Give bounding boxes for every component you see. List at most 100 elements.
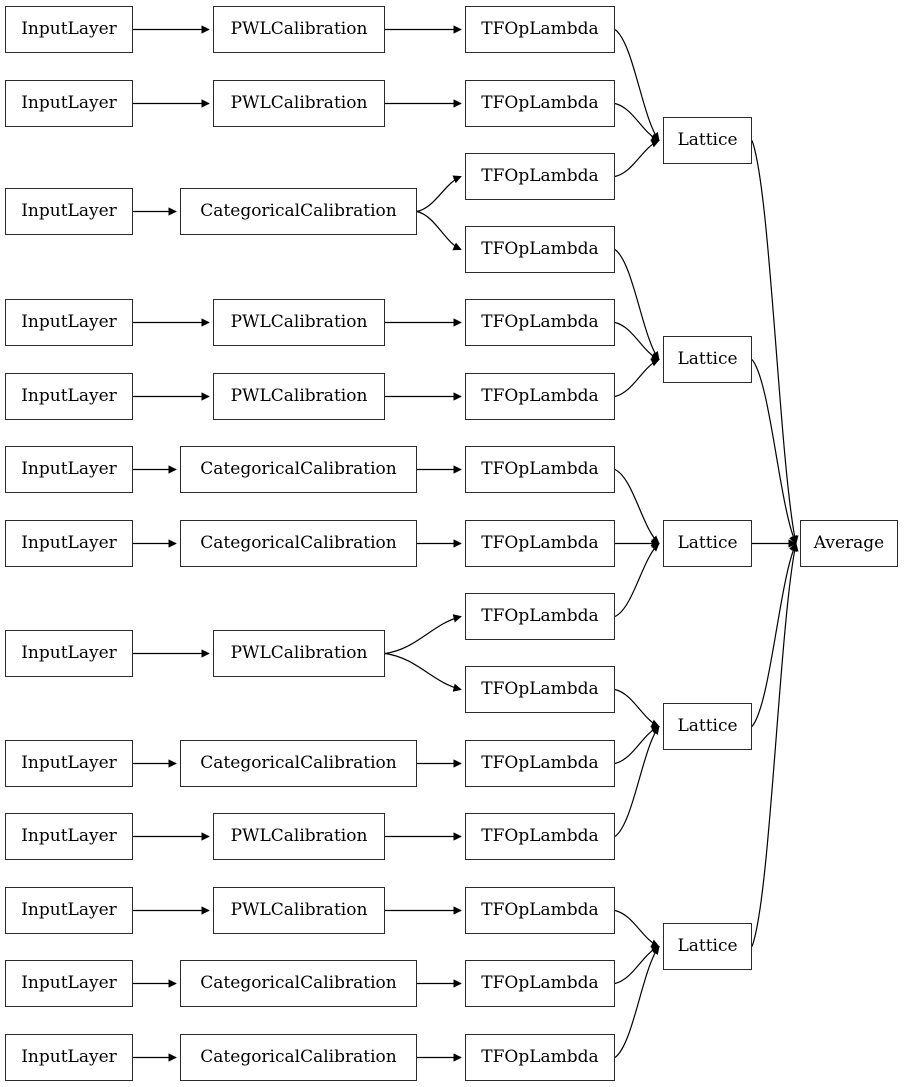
graph-node-cal4[interactable]: PWLCalibration bbox=[213, 299, 385, 346]
graph-node-label: InputLayer bbox=[21, 459, 117, 479]
graph-node-label: TFOpLambda bbox=[481, 900, 599, 920]
graph-edge-lat4-to-avg bbox=[751, 542, 797, 727]
graph-edge-lam12-to-lat4 bbox=[614, 725, 660, 837]
graph-node-label: TFOpLambda bbox=[481, 386, 599, 406]
graph-node-lam4[interactable]: TFOpLambda bbox=[465, 226, 615, 273]
graph-node-lam15[interactable]: TFOpLambda bbox=[465, 1034, 615, 1081]
graph-node-in12[interactable]: InputLayer bbox=[5, 960, 133, 1007]
graph-node-lat1[interactable]: Lattice bbox=[663, 117, 752, 164]
graph-edge-cal8-to-lam9 bbox=[384, 614, 462, 655]
graph-edge-lam1-to-lat1 bbox=[614, 29, 660, 142]
graph-node-in3[interactable]: InputLayer bbox=[5, 188, 133, 235]
graph-edge-lam14-to-lat5 bbox=[614, 945, 660, 985]
graph-node-label: CategoricalCalibration bbox=[200, 459, 397, 479]
graph-node-cal7[interactable]: CategoricalCalibration bbox=[180, 520, 417, 567]
graph-node-cal10[interactable]: PWLCalibration bbox=[213, 813, 385, 860]
graph-node-lam5[interactable]: TFOpLambda bbox=[465, 299, 615, 346]
graph-node-lam8[interactable]: TFOpLambda bbox=[465, 520, 615, 567]
graph-node-label: PWLCalibration bbox=[230, 19, 368, 39]
graph-edge-cal3-to-lam3 bbox=[416, 175, 462, 213]
graph-node-label: TFOpLambda bbox=[481, 312, 599, 332]
graph-node-in9[interactable]: InputLayer bbox=[5, 740, 133, 787]
graph-node-in13[interactable]: InputLayer bbox=[5, 1034, 133, 1081]
graph-node-avg[interactable]: Average bbox=[800, 520, 898, 567]
graph-node-label: TFOpLambda bbox=[481, 1047, 599, 1067]
graph-node-lam3[interactable]: TFOpLambda bbox=[465, 153, 615, 200]
graph-node-in5[interactable]: InputLayer bbox=[5, 373, 133, 420]
graph-node-lam13[interactable]: TFOpLambda bbox=[465, 887, 615, 934]
graph-node-cal8[interactable]: PWLCalibration bbox=[213, 630, 385, 677]
graph-node-label: Lattice bbox=[677, 349, 738, 369]
graph-node-in4[interactable]: InputLayer bbox=[5, 299, 133, 346]
graph-node-lam12[interactable]: TFOpLambda bbox=[465, 813, 615, 860]
graph-node-label: TFOpLambda bbox=[481, 606, 599, 626]
graph-node-lat4[interactable]: Lattice bbox=[663, 703, 752, 750]
graph-node-label: TFOpLambda bbox=[481, 973, 599, 993]
graph-edge-lam5-to-lat2 bbox=[614, 321, 660, 361]
graph-edge-lam2-to-lat1 bbox=[614, 102, 660, 142]
graph-node-in6[interactable]: InputLayer bbox=[5, 446, 133, 493]
graph-node-cal12[interactable]: CategoricalCalibration bbox=[180, 960, 417, 1007]
graph-node-lam11[interactable]: TFOpLambda bbox=[465, 740, 615, 787]
graph-edge-lam9-to-lat3 bbox=[614, 542, 660, 618]
graph-node-cal9[interactable]: CategoricalCalibration bbox=[180, 740, 417, 787]
graph-node-lam9[interactable]: TFOpLambda bbox=[465, 593, 615, 640]
graph-node-label: InputLayer bbox=[21, 753, 117, 773]
graph-node-label: Lattice bbox=[677, 533, 738, 553]
graph-node-cal1[interactable]: PWLCalibration bbox=[213, 6, 385, 53]
graph-node-lat5[interactable]: Lattice bbox=[663, 923, 752, 970]
graph-node-cal6[interactable]: CategoricalCalibration bbox=[180, 446, 417, 493]
graph-node-label: InputLayer bbox=[21, 533, 117, 553]
graph-node-lam10[interactable]: TFOpLambda bbox=[465, 666, 615, 713]
graph-node-cal3[interactable]: CategoricalCalibration bbox=[180, 188, 417, 235]
graph-node-label: TFOpLambda bbox=[481, 753, 599, 773]
graph-node-label: Lattice bbox=[677, 716, 738, 736]
graph-node-label: InputLayer bbox=[21, 826, 117, 846]
graph-node-lam2[interactable]: TFOpLambda bbox=[465, 80, 615, 127]
graph-node-cal5[interactable]: PWLCalibration bbox=[213, 373, 385, 420]
graph-node-label: PWLCalibration bbox=[230, 900, 368, 920]
graph-node-label: Average bbox=[813, 533, 885, 553]
graph-node-label: PWLCalibration bbox=[230, 93, 368, 113]
graph-edge-lat2-to-avg bbox=[751, 359, 797, 545]
graph-node-label: Lattice bbox=[677, 130, 738, 150]
graph-node-lat2[interactable]: Lattice bbox=[663, 336, 752, 383]
graph-node-label: InputLayer bbox=[21, 201, 117, 221]
graph-node-label: InputLayer bbox=[21, 19, 117, 39]
graph-node-in8[interactable]: InputLayer bbox=[5, 630, 133, 677]
graph-node-label: Lattice bbox=[677, 936, 738, 956]
graph-node-in11[interactable]: InputLayer bbox=[5, 887, 133, 934]
graph-node-cal2[interactable]: PWLCalibration bbox=[213, 80, 385, 127]
graph-node-label: TFOpLambda bbox=[481, 239, 599, 259]
graph-edge-lat1-to-avg bbox=[751, 140, 799, 545]
graph-edge-lam6-to-lat2 bbox=[614, 358, 660, 398]
graph-node-label: CategoricalCalibration bbox=[200, 973, 397, 993]
graph-edge-lam13-to-lat5 bbox=[614, 909, 660, 948]
graph-node-label: InputLayer bbox=[21, 973, 117, 993]
graph-node-label: TFOpLambda bbox=[481, 826, 599, 846]
graph-node-label: InputLayer bbox=[21, 643, 117, 663]
graph-node-label: PWLCalibration bbox=[230, 312, 368, 332]
graph-edge-lam3-to-lat1 bbox=[614, 139, 660, 178]
graph-node-lam7[interactable]: TFOpLambda bbox=[465, 446, 615, 493]
graph-node-label: TFOpLambda bbox=[481, 19, 599, 39]
graph-edge-cal3-to-lam4 bbox=[416, 210, 462, 251]
graph-node-label: TFOpLambda bbox=[481, 679, 599, 699]
graph-node-cal11[interactable]: PWLCalibration bbox=[213, 887, 385, 934]
graph-node-in10[interactable]: InputLayer bbox=[5, 813, 133, 860]
graph-node-label: CategoricalCalibration bbox=[200, 1047, 397, 1067]
graph-node-in1[interactable]: InputLayer bbox=[5, 6, 133, 53]
graph-node-cal13[interactable]: CategoricalCalibration bbox=[180, 1034, 417, 1081]
graph-node-in7[interactable]: InputLayer bbox=[5, 520, 133, 567]
graph-node-lam6[interactable]: TFOpLambda bbox=[465, 373, 615, 420]
graph-node-label: CategoricalCalibration bbox=[200, 533, 397, 553]
graph-node-label: InputLayer bbox=[21, 900, 117, 920]
graph-node-lam14[interactable]: TFOpLambda bbox=[465, 960, 615, 1007]
graph-node-lam1[interactable]: TFOpLambda bbox=[465, 6, 615, 53]
graph-edge-cal8-to-lam10 bbox=[384, 652, 462, 692]
graph-node-label: PWLCalibration bbox=[230, 386, 368, 406]
graph-node-in2[interactable]: InputLayer bbox=[5, 80, 133, 127]
graph-node-label: TFOpLambda bbox=[481, 459, 599, 479]
graph-node-lat3[interactable]: Lattice bbox=[663, 520, 752, 567]
